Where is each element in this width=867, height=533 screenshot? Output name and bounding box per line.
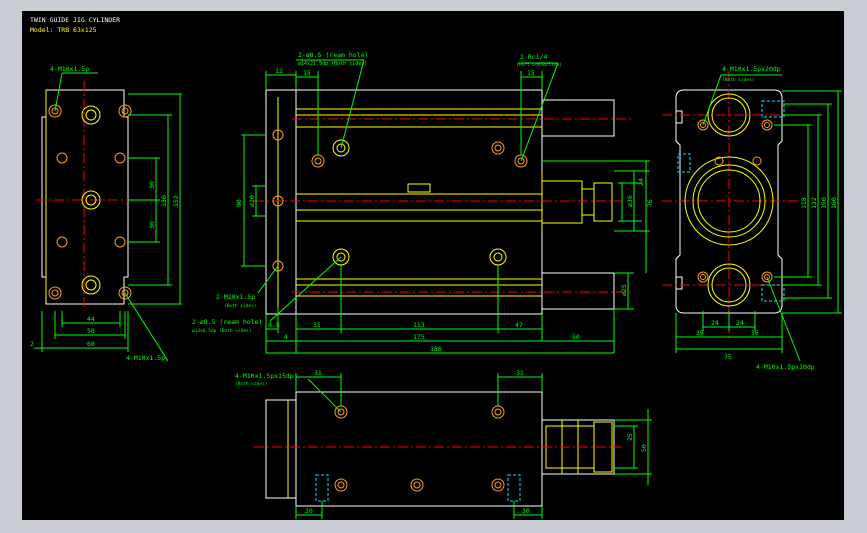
left-dim-152: 152 xyxy=(172,195,180,207)
left-end-view[interactable]: 4-M10x1.5p 4-M10x1.5p 30 30 130 152 44 5… xyxy=(30,65,182,362)
right-dim-75: 75 xyxy=(724,353,732,361)
bottom-dim-20: 20 xyxy=(305,507,313,515)
front-view[interactable]: 2-ø8.5 (ream hole) ø14x21.5dp (Both side… xyxy=(192,51,654,354)
front-dim-8-5: 8.5 xyxy=(268,321,280,329)
right-tap-label-top-b: (Both sides) xyxy=(722,77,755,83)
bottom-tap-label-b: (Both sides) xyxy=(235,381,268,387)
front-tap-label-b: (Both sides) xyxy=(224,303,257,309)
bottom-tap-label: 4-M10x1.5px15dp xyxy=(235,372,294,380)
front-cb-label-1b: ø14x21.5dp (Both sides) xyxy=(298,61,367,67)
left-tap-label-bottom: 4-M10x1.5p xyxy=(126,354,165,362)
right-dim-24-a: 24 xyxy=(711,319,719,327)
front-port-label-b: (Port Connection) xyxy=(516,62,562,68)
front-tap-label: 2-M10x1.5p xyxy=(216,293,255,301)
bottom-dim-31-b: 31 xyxy=(516,369,524,377)
right-dim-118: 118 xyxy=(800,197,808,209)
cad-drawing[interactable]: TWIN GUIDE JIG CYLINDER Model: TRB 63x12… xyxy=(22,11,844,520)
front-dim-47: 47 xyxy=(515,321,523,329)
right-end-view[interactable]: 4-M10x1.5px20dp (Both sides) 4-M10x1.5px… xyxy=(662,65,842,371)
bottom-view[interactable]: 4-M10x1.5px15dp (Both sides) 31 31 25 50… xyxy=(235,369,652,519)
left-dim-50: 50 xyxy=(87,327,95,335)
front-dim-12: 12 xyxy=(275,67,283,75)
front-dim-24: 24 xyxy=(637,178,645,186)
drawing-model: Model: TRB 63x125 xyxy=(30,26,97,34)
bottom-dim-50: 50 xyxy=(640,444,648,452)
front-dim-15-b: 15 xyxy=(527,69,535,77)
front-dim-d20: ø20 xyxy=(248,195,256,207)
front-dim-d36: ø36 xyxy=(626,195,634,207)
front-dim-113: 113 xyxy=(413,321,425,329)
front-dim-186: 186 xyxy=(430,345,442,353)
front-dim-90: 90 xyxy=(235,199,243,207)
right-tap-label-bottom: 4-M10x1.5px10dp xyxy=(756,363,815,371)
front-cb-label-2: 2-ø8.5 (ream hole) xyxy=(192,318,262,326)
bottom-dim-31-a: 31 xyxy=(314,369,322,377)
front-dim-31: 31 xyxy=(313,321,321,329)
front-cb-label-2b: ø14x8.5dp (Both sides) xyxy=(192,328,252,334)
left-tap-label-top: 4-M10x1.5p xyxy=(50,65,89,73)
right-dim-24-b: 24 xyxy=(736,319,744,327)
right-dim-132: 132 xyxy=(810,197,818,209)
front-dim-50: 50 xyxy=(572,333,580,341)
front-dim-76: 76 xyxy=(646,199,654,207)
right-dim-39: 39 xyxy=(696,329,704,337)
drawing-title: TWIN GUIDE JIG CYLINDER xyxy=(30,16,120,24)
front-dim-4: 4 xyxy=(284,333,288,341)
bottom-dim-25: 25 xyxy=(626,433,634,441)
left-dim-44: 44 xyxy=(87,315,95,323)
left-dim-30-a: 30 xyxy=(148,181,156,189)
left-dim-2: 2 xyxy=(30,340,34,348)
right-dim-150: 150 xyxy=(820,197,828,209)
right-dim-36: 36 xyxy=(751,329,759,337)
right-tap-label-top: 4-M10x1.5px20dp xyxy=(722,65,781,73)
right-dim-160: 160 xyxy=(830,197,838,209)
front-port-label: 2-Rc1/4 xyxy=(520,53,547,61)
bottom-dim-30: 30 xyxy=(522,507,530,515)
title-block: TWIN GUIDE JIG CYLINDER Model: TRB 63x12… xyxy=(30,16,120,34)
left-dim-68: 68 xyxy=(87,340,95,348)
front-cb-label-1: 2-ø8.5 (ream hole) xyxy=(298,51,368,59)
front-dim-d25: ø25 xyxy=(620,284,628,296)
left-dim-30-b: 30 xyxy=(148,221,156,229)
drawing-viewport[interactable]: TWIN GUIDE JIG CYLINDER Model: TRB 63x12… xyxy=(22,11,844,520)
front-dim-175: 175 xyxy=(413,333,425,341)
front-dim-15-a: 15 xyxy=(303,69,311,77)
left-dim-130: 130 xyxy=(160,195,168,207)
